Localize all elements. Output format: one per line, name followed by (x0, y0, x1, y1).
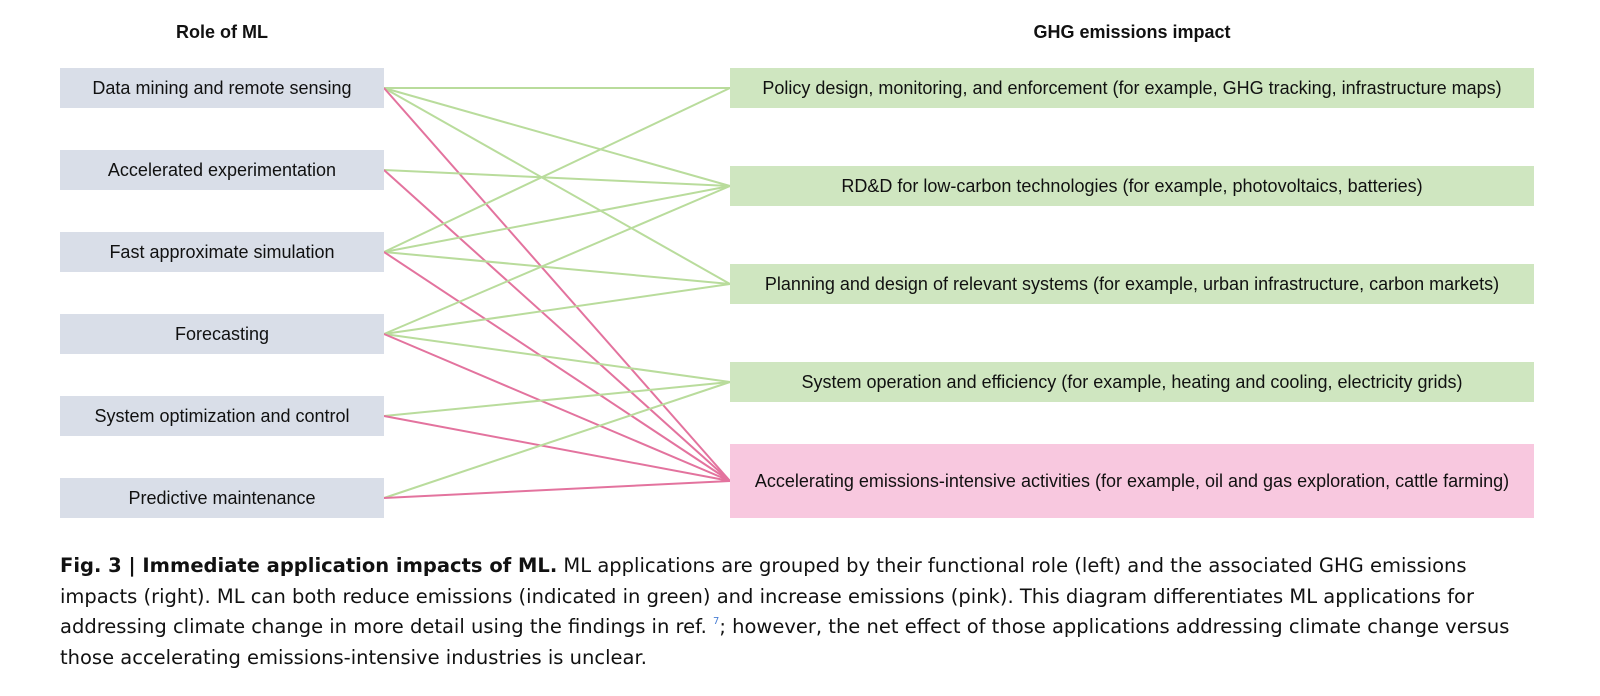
role-label: Accelerated experimentation (107, 159, 337, 180)
increase-emissions-link (383, 87, 731, 482)
role-label: Fast approximate simulation (109, 241, 335, 262)
impact-label: System operation and efficiency (for exa… (801, 371, 1463, 392)
impact-label: Policy design, monitoring, and enforceme… (762, 77, 1502, 98)
connection-lines (383, 87, 731, 499)
reduce-emissions-link (383, 87, 731, 253)
reduce-emissions-link (383, 169, 731, 187)
increase-emissions-link (383, 251, 731, 482)
role-column-header: Role of ML (176, 22, 268, 42)
reduce-emissions-link (383, 251, 731, 285)
increase-emissions-link (383, 480, 731, 499)
reduce-emissions-link (383, 333, 731, 383)
reduce-emissions-link (383, 87, 731, 187)
role-box-forecasting: Forecasting (60, 314, 384, 354)
reduce-emissions-link (383, 381, 731, 499)
caption-text: ML applications are grouped by their fun… (60, 554, 1474, 638)
impact-label: RD&D for low-carbon technologies (for ex… (841, 175, 1423, 196)
impact-box-planning-design: Planning and design of relevant systems … (730, 264, 1534, 304)
role-label: Forecasting (174, 323, 270, 344)
impact-box-policy-design: Policy design, monitoring, and enforceme… (730, 68, 1534, 108)
impact-column-header: GHG emissions impact (1033, 22, 1231, 42)
caption-label: Fig. 3 | Immediate application impacts o… (60, 554, 558, 577)
impact-box-rdd-low-carbon: RD&D for low-carbon technologies (for ex… (730, 166, 1534, 206)
impact-box-system-operation: System operation and efficiency (for exa… (730, 362, 1534, 402)
role-box-accelerated-experimentation: Accelerated experimentation (60, 150, 384, 190)
reduce-emissions-link (383, 185, 731, 335)
role-label: System optimization and control (94, 405, 350, 426)
caption-reference: 7 (712, 616, 720, 627)
impact-label: Planning and design of relevant systems … (764, 273, 1500, 294)
impact-box-accelerating-emissions: Accelerating emissions-intensive activit… (730, 444, 1534, 518)
reduce-emissions-link (383, 283, 731, 335)
reduce-emissions-link (383, 381, 731, 417)
increase-emissions-link (383, 333, 731, 482)
impact-label: Accelerating emissions-intensive activit… (754, 470, 1510, 491)
role-box-data-mining: Data mining and remote sensing (60, 68, 384, 108)
role-box-predictive-maintenance: Predictive maintenance (60, 478, 384, 518)
reduce-emissions-link (383, 87, 731, 285)
increase-emissions-link (383, 415, 731, 482)
role-label: Data mining and remote sensing (92, 77, 352, 98)
role-box-fast-simulation: Fast approximate simulation (60, 232, 384, 272)
role-box-system-optimization: System optimization and control (60, 396, 384, 436)
role-label: Predictive maintenance (128, 487, 316, 508)
caption-text-continued: ; however, the net effect of those appli… (60, 615, 1510, 669)
increase-emissions-link (383, 169, 731, 482)
reduce-emissions-link (383, 185, 731, 253)
figure-caption: Fig. 3 | Immediate application impacts o… (60, 551, 1540, 673)
